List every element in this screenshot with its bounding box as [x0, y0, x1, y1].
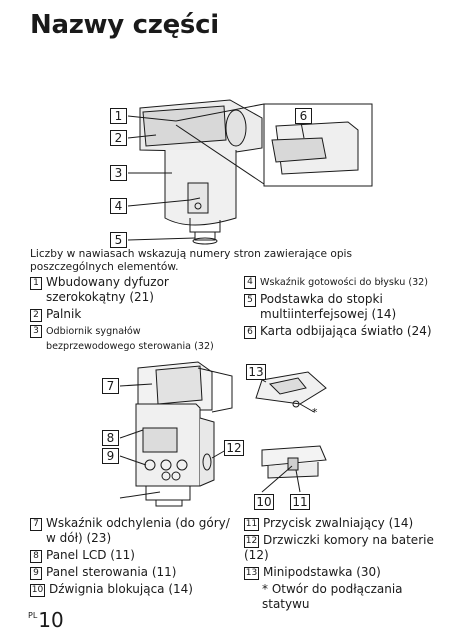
- page-prefix: PL: [28, 611, 38, 620]
- item-label: Podstawka do stopki: [260, 292, 383, 306]
- item-number: 8: [30, 550, 42, 563]
- callout-3: 3: [110, 165, 127, 181]
- item-label: Dźwignia blokująca (14): [49, 582, 193, 596]
- inset-drawing: [263, 103, 373, 187]
- item-label-cont: multiinterfejsowej (14): [260, 307, 397, 321]
- callout-9: 9: [102, 448, 119, 464]
- item-label-cont: w dół) (23): [46, 531, 112, 545]
- page-number-value: 10: [38, 608, 64, 632]
- page-title: Nazwy części: [30, 10, 219, 40]
- page-number: PL10: [28, 608, 64, 632]
- item-label: Wskaźnik odchylenia (do góry/: [46, 516, 230, 530]
- callout-5: 5: [110, 232, 127, 248]
- item-label: Wbudowany dyfuzor: [46, 275, 169, 289]
- item-label: Panel sterowania (11): [46, 565, 177, 579]
- list-item: 9 Panel sterowania (11): [30, 565, 235, 580]
- item-label-cont: szerokokątny (21): [46, 290, 154, 304]
- item-label: Palnik: [46, 307, 82, 321]
- callout-2: 2: [110, 130, 127, 146]
- foot-drawing: [261, 445, 327, 493]
- item-label-cont: bezprzewodowego sterowania (32): [46, 341, 214, 352]
- callout-12: 12: [224, 440, 244, 456]
- item-number: 12: [244, 535, 259, 548]
- callout-10: 10: [254, 494, 274, 510]
- callout-13: 13: [246, 364, 266, 380]
- callout-6: 6: [295, 108, 312, 124]
- item-number: 5: [244, 294, 256, 307]
- list-item: 3 Odbiornik sygnałów bezprzewodowego stero…: [30, 324, 235, 354]
- flash-front-drawing: [127, 99, 265, 245]
- item-number: 6: [244, 326, 256, 339]
- flash-rear-drawing: [119, 361, 233, 507]
- item-label: Panel LCD (11): [46, 548, 135, 562]
- list-item: 13 Minipodstawka (30): [244, 565, 449, 580]
- list-item: 2 Palnik: [30, 307, 235, 322]
- callout-7: 7: [102, 378, 119, 394]
- list-item: 10 Dźwignia blokująca (14): [30, 582, 235, 597]
- intro-note: Liczby w nawiasach wskazują numery stron…: [30, 248, 353, 273]
- footnote: * Otwór do podłączania statywu: [262, 582, 403, 611]
- parts-list-top-right: 4 Wskaźnik gotowości do błysku (32) 5 Pods…: [244, 275, 444, 341]
- tripod-hole-marker: *: [312, 406, 318, 419]
- item-number: 7: [30, 518, 42, 531]
- list-item: 11 Przycisk zwalniający (14): [244, 516, 449, 531]
- list-item: 7 Wskaźnik odchylenia (do góry/w dół) (23…: [30, 516, 235, 546]
- item-label: Minipodstawka (30): [263, 565, 381, 579]
- callout-1: 1: [110, 108, 127, 124]
- list-item: 6 Karta odbijająca światło (24): [244, 324, 444, 339]
- parts-list-bottom-left: 7 Wskaźnik odchylenia (do góry/w dół) (23…: [30, 516, 235, 599]
- list-item: 8 Panel LCD (11): [30, 548, 235, 563]
- callout-4: 4: [110, 198, 127, 214]
- callout-11: 11: [290, 494, 310, 510]
- item-number: 9: [30, 567, 42, 580]
- item-number: 4: [244, 276, 256, 289]
- list-item: 4 Wskaźnik gotowości do błysku (32): [244, 275, 444, 290]
- item-number: 11: [244, 518, 259, 531]
- item-label: Wskaźnik gotowości do błysku (32): [260, 277, 429, 288]
- item-label: Odbiornik sygnałów: [46, 326, 141, 337]
- item-label: Drzwiczki komory na baterie (12): [244, 533, 434, 562]
- item-number: 3: [30, 325, 42, 338]
- item-number: 1: [30, 277, 42, 290]
- item-number: 2: [30, 309, 42, 322]
- item-label: Karta odbijająca światło (24): [260, 324, 432, 338]
- item-number: 10: [30, 584, 45, 597]
- item-number: 13: [244, 567, 259, 580]
- callout-8: 8: [102, 430, 119, 446]
- item-label: Przycisk zwalniający (14): [263, 516, 414, 530]
